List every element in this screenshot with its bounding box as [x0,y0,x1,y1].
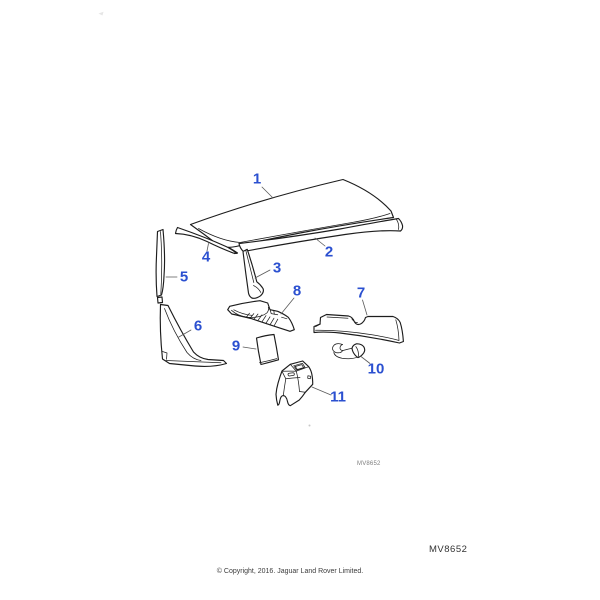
stray-marks [98,11,311,427]
callout-4[interactable]: 4 [201,248,211,266]
part-3-b-pillar-trim [242,248,264,299]
part-4-cantrail-trim [174,226,239,255]
callout-10[interactable]: 10 [367,360,385,378]
callout-3[interactable]: 3 [272,259,282,277]
part-10-bracket [332,343,366,360]
drawing-reference-small: MV8652 [357,461,381,467]
copyright-notice: © Copyright, 2016. Jaguar Land Rover Lim… [216,568,364,575]
callout-8[interactable]: 8 [292,282,302,300]
part-9-trim-pad [255,333,280,366]
callout-6[interactable]: 6 [193,317,203,335]
part-2-front-header-rail-trim [238,217,404,253]
callout-9[interactable]: 9 [231,337,241,355]
part-7-quarter-trim-panel [313,313,404,344]
part-8-dash-side-trim [227,300,295,332]
drawing-number: MV8652 [429,544,468,555]
callout-2[interactable]: 2 [324,243,334,261]
callout-11[interactable]: 11 [330,388,346,406]
part-6-sill-trim-panel [159,303,228,367]
callout-5[interactable]: 5 [179,268,189,286]
leader-lines [165,186,371,396]
callout-1[interactable]: 1 [252,170,262,188]
callout-7[interactable]: 7 [356,284,366,302]
part-5-a-pillar-trim [155,228,166,304]
part-11-centre-console [275,360,314,407]
